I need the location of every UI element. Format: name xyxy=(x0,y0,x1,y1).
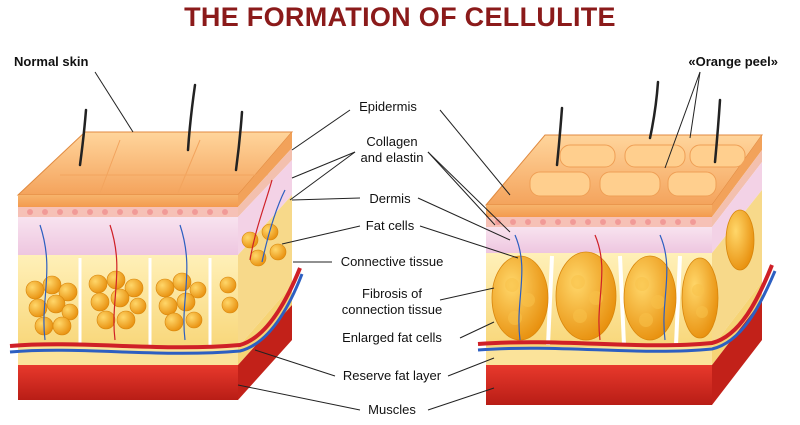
dermis-label: Dermis xyxy=(369,191,411,206)
fat-cells-label: Fat cells xyxy=(366,218,415,233)
connective-tissue-label: Connective tissue xyxy=(341,254,444,269)
muscles-label: Muscles xyxy=(368,402,416,417)
leader-lines xyxy=(94,71,701,411)
orange-muscle-layer xyxy=(486,365,712,405)
diagram-title: THE FORMATION OF CELLULITE xyxy=(184,2,616,32)
normal-dermis-layer xyxy=(18,217,238,255)
collagen-label-line1: Collagen xyxy=(366,134,417,149)
fibrosis-label-line2: connection tissue xyxy=(342,302,442,317)
reserve-fat-layer-label: Reserve fat layer xyxy=(343,368,442,383)
callout-labels: Epidermis Collagen and elastin Dermis Fa… xyxy=(341,99,444,417)
orange-peel-label: «Orange peel» xyxy=(688,54,778,69)
normal-muscle-layer xyxy=(18,365,238,400)
enlarged-fat-cells-label: Enlarged fat cells xyxy=(342,330,442,345)
normal-epidermis-layer xyxy=(18,195,238,207)
normal-fat-cells xyxy=(25,223,287,336)
fibrosis-label-line1: Fibrosis of xyxy=(362,286,422,301)
normal-skin-block xyxy=(9,83,304,400)
epidermis-label: Epidermis xyxy=(359,99,417,114)
normal-skin-label: Normal skin xyxy=(14,54,88,69)
orange-epidermis-layer xyxy=(486,205,712,217)
enlarged-fat-cells xyxy=(491,209,755,341)
collagen-label-line2: and elastin xyxy=(361,150,424,165)
orange-peel-block xyxy=(477,80,777,405)
